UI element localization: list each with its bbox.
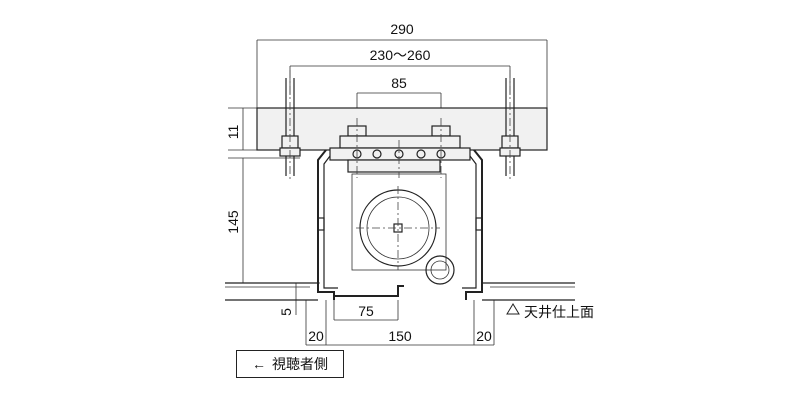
dim-overall-width: 290 <box>390 21 414 37</box>
mounting-bracket <box>329 118 471 178</box>
dim-right-margin: 20 <box>476 328 492 344</box>
ceiling-surface-label: 天井仕上面 <box>524 304 594 320</box>
hanging-bolts <box>279 70 521 180</box>
dim-inner-bolt-spacing: 85 <box>391 75 407 91</box>
screen-housing <box>317 149 483 300</box>
dim-bolt-spacing: 230〜260 <box>370 47 431 63</box>
dim-opening-width: 150 <box>388 328 412 344</box>
dim-gap: 5 <box>278 308 294 316</box>
dim-left-margin: 20 <box>308 328 324 344</box>
dim-rail-thickness: 11 <box>225 125 241 140</box>
dim-height: 145 <box>225 210 241 234</box>
dimension-lines <box>228 39 548 346</box>
screen-roll <box>351 173 455 285</box>
arrow-left-icon: ← <box>252 356 266 372</box>
viewer-side-label: 視聴者側 <box>272 356 328 372</box>
viewer-side-label-box: ← 視聴者側 <box>236 350 344 378</box>
triangle-marker-icon <box>506 303 520 315</box>
dim-bottom-width: 75 <box>358 303 374 319</box>
ceiling-finish <box>225 282 575 301</box>
